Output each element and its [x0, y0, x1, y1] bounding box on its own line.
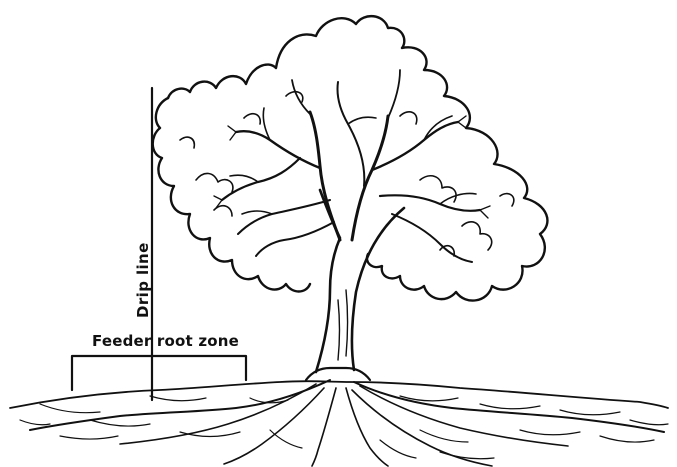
tree-branches [214, 70, 490, 262]
drip-line-label: Drip line [136, 242, 151, 318]
tree-canopy [153, 16, 548, 300]
root-system [10, 368, 668, 466]
feeder-root-zone-bracket [72, 356, 246, 390]
feeder-root-zone-label: Feeder root zone [92, 334, 239, 349]
tree-trunk [316, 190, 404, 372]
